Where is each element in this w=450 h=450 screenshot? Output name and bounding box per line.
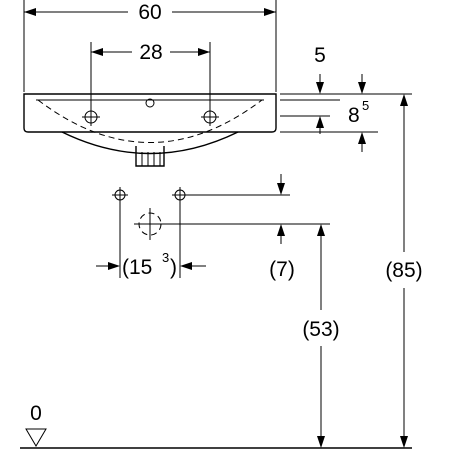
basin-outline xyxy=(23,93,277,167)
dimension-waste-spacing: (15 3 ) xyxy=(96,203,206,279)
dimension-bowl-height: 8 5 xyxy=(280,98,378,152)
dimension-waste-offset: (7) xyxy=(166,174,330,281)
tap-hole-left-icon xyxy=(82,108,100,126)
dimension-rim-height: (85) xyxy=(385,94,423,448)
waste-connection-left-icon xyxy=(112,187,128,203)
floor-level-label: 0 xyxy=(30,402,42,425)
waste-offset-label: (7) xyxy=(269,258,295,281)
rim-height-label: (85) xyxy=(385,259,422,282)
bowl-height-superscript: 5 xyxy=(362,98,369,113)
waste-outlet-icon xyxy=(134,208,166,240)
tap-hole-right-icon xyxy=(201,108,219,126)
waste-spacing-superscript: 3 xyxy=(162,250,169,265)
waste-connection-right-icon xyxy=(172,187,188,203)
width-total-label: 60 xyxy=(138,1,161,24)
dimension-width-total: 60 xyxy=(23,0,277,92)
waste-spacing-label: (15 xyxy=(122,256,152,279)
dimension-tap-spacing: 28 xyxy=(90,41,211,108)
waste-height-label: (53) xyxy=(302,318,339,341)
dimension-waste-height: (53) xyxy=(302,224,340,448)
waste-spacing-close: ) xyxy=(170,256,177,279)
floor-level-marker: 0 xyxy=(25,402,47,447)
bowl-height-label: 8 xyxy=(348,104,360,127)
rim-thickness-label: 5 xyxy=(314,44,326,67)
dimension-rim-thickness: 5 xyxy=(280,44,412,101)
tap-spacing-label: 28 xyxy=(139,41,162,64)
